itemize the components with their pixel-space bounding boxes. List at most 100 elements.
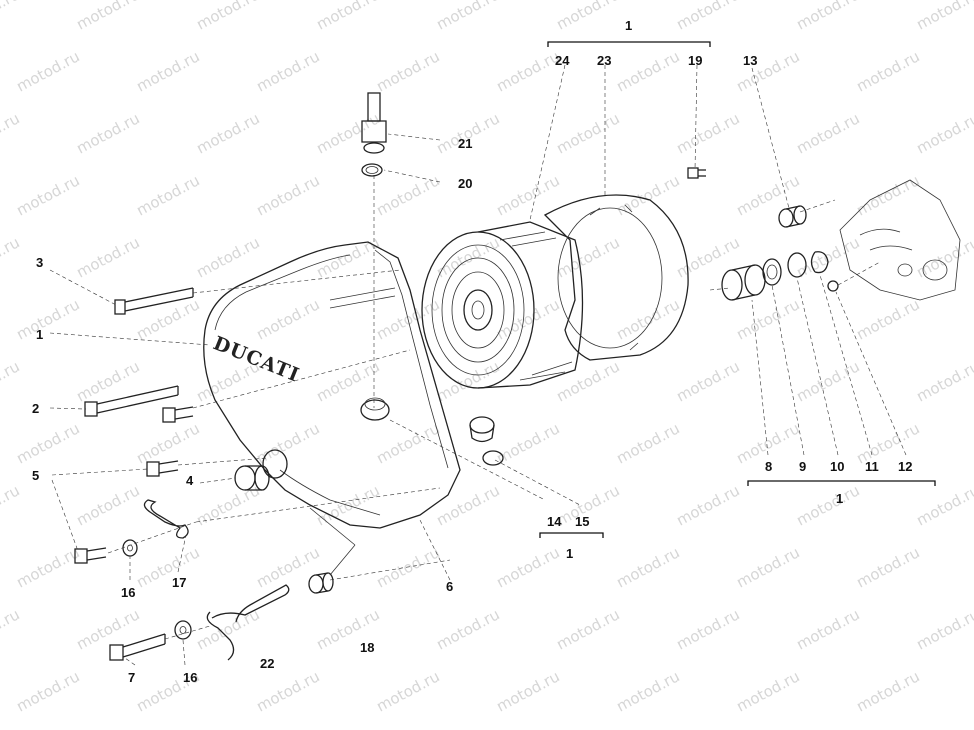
callout-6: 6: [446, 579, 453, 594]
bushing-small: [308, 572, 334, 594]
watermark-text: motod.ru: [0, 109, 23, 157]
watermark-text: motod.ru: [13, 295, 82, 343]
watermark-text: motod.ru: [0, 0, 23, 34]
watermark-text: motod.ru: [793, 481, 862, 529]
watermark-text: motod.ru: [493, 47, 562, 95]
watermark-text: motod.ru: [193, 481, 262, 529]
watermark-text: motod.ru: [73, 605, 142, 653]
callout-24: 24: [555, 53, 570, 68]
watermark-text: motod.ru: [373, 419, 442, 467]
callout-13: 13: [743, 53, 757, 68]
watermark-text: motod.ru: [913, 357, 974, 405]
leader-lines: [49, 64, 907, 666]
watermark-text: motod.ru: [673, 0, 742, 34]
watermark-text: motod.ru: [433, 233, 502, 281]
bearing-8: [721, 264, 766, 301]
bolt-2-long: [84, 385, 179, 417]
watermark-text: motod.ru: [913, 109, 974, 157]
bolt-7: [109, 633, 166, 661]
watermark-text: motod.ru: [553, 233, 622, 281]
callout-9: 9: [799, 459, 806, 474]
callout-4: 4: [186, 473, 194, 488]
watermark-text: motod.ru: [733, 295, 802, 343]
watermark-text: motod.ru: [133, 543, 202, 591]
spring-clip-17: [143, 499, 189, 539]
watermark-text: motod.ru: [253, 47, 322, 95]
watermark-text: motod.ru: [853, 667, 922, 715]
watermark-text: motod.ru: [13, 419, 82, 467]
watermark-text: motod.ru: [673, 109, 742, 157]
watermark-text: motod.ru: [493, 543, 562, 591]
callout-18: 18: [360, 640, 374, 655]
callout-14: 14: [547, 514, 562, 529]
watermark-text: motod.ru: [373, 47, 442, 95]
o-ring-12: [827, 280, 839, 292]
watermark-text: motod.ru: [793, 109, 862, 157]
callout-16-upper: 16: [121, 585, 135, 600]
callout-21: 21: [458, 136, 472, 151]
watermark-text: motod.ru: [0, 357, 23, 405]
callout-12: 12: [898, 459, 912, 474]
bolt-5: [146, 460, 179, 477]
watermark-text: motod.ru: [373, 171, 442, 219]
bolt-5-lower: [74, 547, 107, 564]
watermark-text: motod.ru: [253, 667, 322, 715]
callout-1-top: 1: [625, 18, 632, 33]
callout-1-left: 1: [36, 327, 43, 342]
callout-3: 3: [36, 255, 43, 270]
assembly-lines: [309, 507, 356, 576]
callout-22: 22: [260, 656, 274, 671]
watermark-text: motod.ru: [793, 357, 862, 405]
watermark-text: motod.ru: [73, 0, 142, 34]
watermark-text: motod.ru: [13, 171, 82, 219]
watermark-text: motod.ru: [133, 419, 202, 467]
watermark-text: motod.ru: [0, 481, 23, 529]
watermark-text: motod.ru: [73, 233, 142, 281]
callout-5: 5: [32, 468, 39, 483]
washer-16-lower: [174, 620, 192, 640]
callout-19: 19: [688, 53, 702, 68]
callout-17: 17: [172, 575, 186, 590]
engine-case-fragment: [839, 179, 961, 301]
watermark-text: motod.ru: [613, 543, 682, 591]
watermark-text: motod.ru: [433, 0, 502, 34]
callout-1-right: 1: [836, 491, 843, 506]
filler-plug: [469, 416, 504, 466]
callouts: 1 24 23 19 13 21 20 3 1 2 5 4 16 17 7 16…: [32, 18, 912, 685]
clutch-drum-23: [543, 194, 689, 361]
o-ring-20: [361, 163, 383, 177]
watermark-text: motod.ru: [313, 233, 382, 281]
watermark-text: motod.ru: [793, 0, 862, 34]
watermark-text: motod.ru: [613, 47, 682, 95]
watermark-text: motod.ru: [553, 109, 622, 157]
watermark-text: motod.ru: [733, 543, 802, 591]
circlip-11: [810, 251, 829, 274]
group-bracket-top: [547, 41, 711, 47]
watermark-text: motod.ru: [913, 481, 974, 529]
watermark-text: motod.ru: [553, 605, 622, 653]
watermark-text: motod.ru: [853, 543, 922, 591]
clutch-plates-24: [421, 221, 584, 389]
bushing-13: [778, 205, 807, 228]
seal-9: [762, 258, 782, 286]
callout-23: 23: [597, 53, 611, 68]
watermark-text: motod.ru: [493, 171, 562, 219]
watermark-text: motod.ru: [253, 295, 322, 343]
watermark-text: motod.ru: [673, 357, 742, 405]
callout-15: 15: [575, 514, 589, 529]
callout-1-mid: 1: [566, 546, 573, 561]
callout-10: 10: [830, 459, 844, 474]
watermark-text: motod.ru: [913, 233, 974, 281]
watermark-text: motod.ru: [853, 47, 922, 95]
watermark-text: motod.ru: [73, 481, 142, 529]
breather-fitting-21: [361, 92, 387, 154]
watermark-text: motod.ru: [193, 233, 262, 281]
watermark-text: motod.ru: [253, 171, 322, 219]
bolt-2-short: [162, 406, 194, 423]
watermark-text: motod.ru: [853, 171, 922, 219]
watermark-text: motod.ru: [73, 357, 142, 405]
watermark-text: motod.ru: [913, 0, 974, 34]
